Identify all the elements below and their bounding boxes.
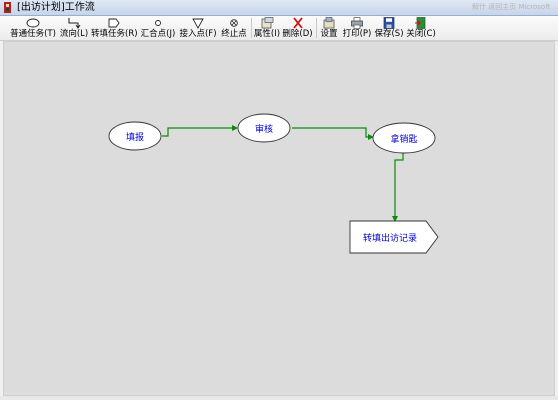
save-label: 保存(S) bbox=[374, 29, 404, 39]
small-circle-icon bbox=[155, 20, 161, 26]
red-x-icon bbox=[292, 17, 303, 29]
settings-label: 设置 bbox=[320, 29, 338, 39]
app-icon bbox=[4, 2, 11, 13]
node-decide-label: 拿销匙 bbox=[390, 135, 418, 145]
toolbar-separator bbox=[316, 18, 317, 38]
ellipse-icon bbox=[26, 18, 40, 28]
close-button[interactable]: 关闭(C) bbox=[406, 16, 436, 40]
properties-label: 属性(I) bbox=[253, 29, 281, 39]
transfer-shape-icon bbox=[108, 18, 120, 28]
delete-label: 删除(D) bbox=[282, 29, 313, 39]
close-label: 关闭(C) bbox=[406, 29, 436, 39]
join-point-button[interactable]: 接入点(F) bbox=[179, 16, 217, 40]
window-bottom-border bbox=[0, 396, 558, 400]
properties-icon bbox=[261, 17, 274, 29]
properties-button[interactable]: 属性(I) bbox=[253, 16, 281, 40]
window-title: [出访计划]工作流 bbox=[17, 2, 95, 13]
node-fill-shape[interactable] bbox=[108, 121, 162, 151]
flow-edge-review-to-decide[interactable] bbox=[292, 127, 374, 140]
exit-door-icon bbox=[415, 17, 426, 29]
node-transfer-shape[interactable] bbox=[349, 220, 439, 254]
settings-icon bbox=[323, 17, 335, 29]
title-bar: [出访计划]工作流 解什 返回主页 Microsoft bbox=[0, 0, 558, 16]
flow-label: 流向(L) bbox=[59, 29, 89, 39]
delete-button[interactable]: 删除(D) bbox=[282, 16, 313, 40]
join-point-label: 接入点(F) bbox=[179, 29, 217, 39]
merge-point-label: 汇合点(J) bbox=[140, 29, 176, 39]
printer-icon bbox=[351, 17, 363, 29]
print-button[interactable]: 打印(P) bbox=[342, 16, 372, 40]
floppy-disk-icon bbox=[383, 17, 395, 29]
workflow-canvas[interactable] bbox=[3, 41, 555, 396]
flow-edge-fill-to-review[interactable] bbox=[162, 125, 238, 137]
toolbar-separator bbox=[251, 18, 252, 38]
print-label: 打印(P) bbox=[342, 29, 372, 39]
merge-point-button[interactable]: 汇合点(J) bbox=[138, 16, 178, 40]
transfer-task-label: 转填任务(R) bbox=[91, 29, 138, 39]
end-point-icon bbox=[230, 19, 238, 27]
background-window-title: 解什 返回主页 Microsoft bbox=[472, 3, 551, 11]
normal-task-label: 普通任务(T) bbox=[10, 29, 56, 39]
end-point-button[interactable]: 终止点 bbox=[219, 16, 249, 40]
save-button[interactable]: 保存(S) bbox=[374, 16, 404, 40]
node-review-shape[interactable] bbox=[237, 113, 291, 143]
triangle-down-icon bbox=[192, 18, 204, 29]
node-decide-shape[interactable] bbox=[372, 122, 436, 154]
settings-button[interactable]: 设置 bbox=[318, 16, 340, 40]
node-fill-label: 填报 bbox=[125, 133, 144, 143]
end-point-label: 终止点 bbox=[221, 29, 247, 39]
node-transfer-label: 转填出访记录 bbox=[362, 234, 417, 244]
flow-edge-decide-to-transfer[interactable] bbox=[392, 153, 404, 222]
node-review-label: 审核 bbox=[254, 125, 273, 135]
flow-button[interactable]: 流向(L) bbox=[58, 16, 90, 40]
normal-task-button[interactable]: 普通任务(T) bbox=[8, 16, 58, 40]
transfer-task-button[interactable]: 转填任务(R) bbox=[91, 16, 138, 40]
flow-arrow-icon bbox=[68, 18, 81, 29]
toolbar: 普通任务(T) 流向(L) 转填任务(R) 汇合点(J) 接入点(F) 终止点 … bbox=[0, 16, 558, 41]
